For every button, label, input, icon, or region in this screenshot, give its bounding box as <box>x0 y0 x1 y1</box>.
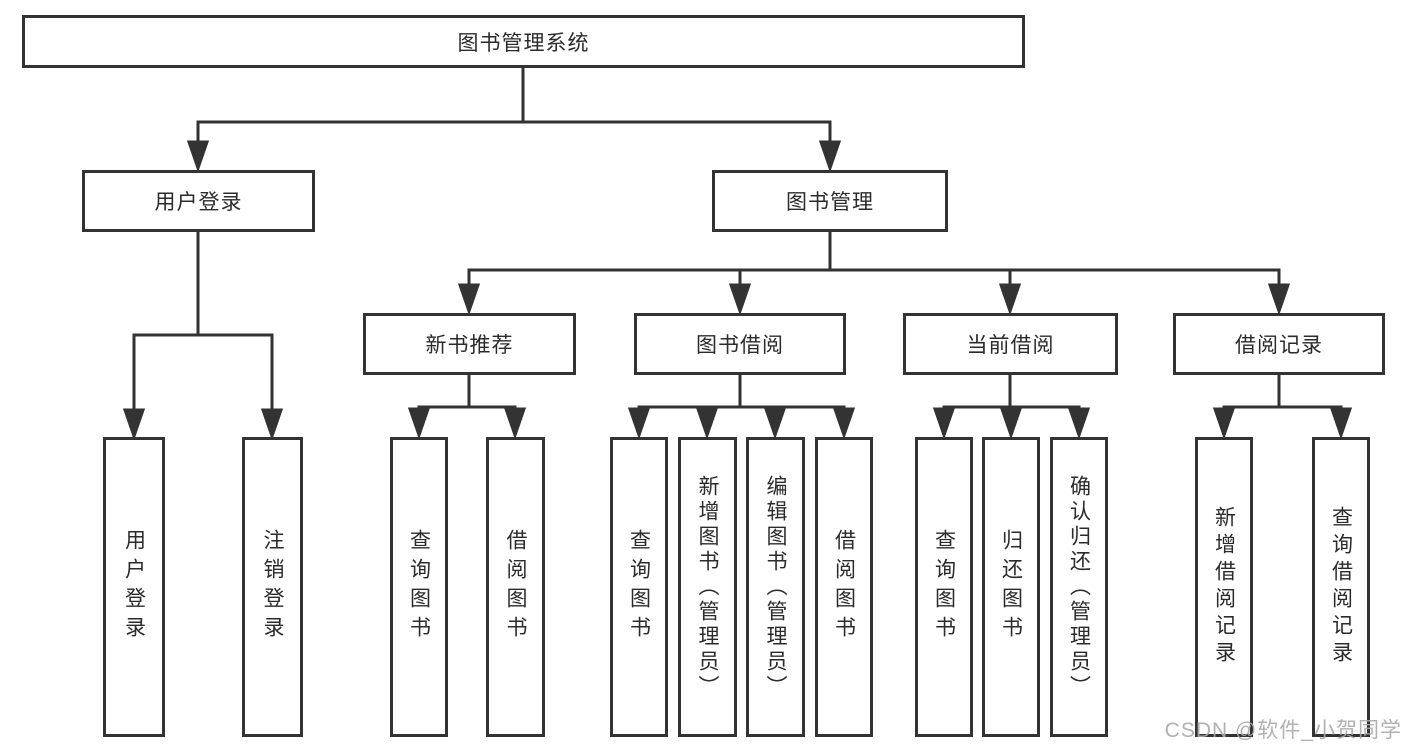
node-root: 图书管理系统 <box>22 15 1025 68</box>
node-borrowing-records-label: 借阅记录 <box>1235 334 1323 357</box>
leaf-borrow-add-books-admin-label: 新增图书（管理员） <box>696 474 719 700</box>
leaf-current-confirm-return-admin-label: 确认归还（管理员） <box>1067 474 1091 700</box>
leaf-newbook-query-books: 查询图书 <box>390 437 448 737</box>
leaf-record-add-borrow-record: 新增借阅记录 <box>1195 437 1253 737</box>
leaf-current-return-books: 归还图书 <box>982 437 1040 737</box>
connector-newbook-to-leaves <box>407 375 527 440</box>
arrowhead <box>763 407 787 440</box>
node-book-management-label: 图书管理 <box>786 191 874 214</box>
arrowhead <box>1267 283 1291 316</box>
node-book-management: 图书管理 <box>712 170 948 232</box>
connector-bookborrow-to-leaves <box>627 375 856 440</box>
arrowhead <box>407 407 431 440</box>
arrowhead <box>1067 407 1091 440</box>
arrowhead <box>832 407 856 440</box>
watermark: CSDN @软件_小贺同学 <box>1164 719 1402 742</box>
node-user-login: 用户登录 <box>82 170 315 232</box>
leaf-borrow-borrow-books-label: 借阅图书 <box>832 529 856 645</box>
arrowhead <box>999 407 1023 440</box>
node-new-book-recommend-label: 新书推荐 <box>425 334 514 357</box>
node-root-label: 图书管理系统 <box>457 31 590 55</box>
leaf-newbook-borrow-books: 借阅图书 <box>486 437 545 737</box>
connector-borrowrecord-to-leaves <box>1212 375 1353 440</box>
arrowhead <box>998 283 1022 316</box>
arrowhead <box>122 408 146 441</box>
node-book-borrowing: 图书借阅 <box>634 313 846 375</box>
leaf-user-login-label: 用户登录 <box>122 529 146 645</box>
arrowhead <box>457 283 481 316</box>
leaf-current-confirm-return-admin: 确认归还（管理员） <box>1050 437 1108 737</box>
leaf-user-login: 用户登录 <box>103 437 165 737</box>
arrowhead <box>818 140 842 173</box>
arrowhead <box>503 407 527 440</box>
leaf-borrow-edit-books-admin: 编辑图书（管理员） <box>746 437 805 737</box>
leaf-current-return-books-label: 归还图书 <box>999 529 1023 645</box>
leaf-borrow-query-books-label: 查询图书 <box>627 529 651 645</box>
arrowhead <box>932 407 956 440</box>
leaf-current-query-books-label: 查询图书 <box>932 529 956 645</box>
leaf-newbook-query-books-label: 查询图书 <box>407 529 431 645</box>
leaf-current-query-books: 查询图书 <box>915 437 973 737</box>
leaf-record-query-borrow-record: 查询借阅记录 <box>1312 437 1370 737</box>
leaf-logout: 注销登录 <box>242 437 303 737</box>
node-current-borrowing: 当前借阅 <box>903 313 1118 375</box>
leaf-newbook-borrow-books-label: 借阅图书 <box>504 529 527 645</box>
arrowhead <box>1212 407 1236 440</box>
connector-currentborrow-to-leaves <box>932 375 1091 440</box>
arrowhead <box>186 140 210 173</box>
connector-root-to-level2 <box>186 68 842 173</box>
arrowhead <box>695 407 719 440</box>
node-current-borrowing-label: 当前借阅 <box>966 334 1055 357</box>
leaf-borrow-borrow-books: 借阅图书 <box>815 437 873 737</box>
arrowhead <box>260 408 284 441</box>
leaf-logout-label: 注销登录 <box>261 529 284 645</box>
leaf-borrow-query-books: 查询图书 <box>610 437 668 737</box>
arrowhead <box>728 283 752 316</box>
connector-userlogin-to-leaves <box>122 232 284 441</box>
node-book-borrowing-label: 图书借阅 <box>696 334 784 357</box>
connector-bookmgmt-to-level3 <box>457 232 1291 316</box>
node-borrowing-records: 借阅记录 <box>1173 313 1385 375</box>
node-new-book-recommend: 新书推荐 <box>363 313 576 375</box>
node-user-login-label: 用户登录 <box>154 191 243 214</box>
leaf-borrow-add-books-admin: 新增图书（管理员） <box>678 437 737 737</box>
leaf-record-add-borrow-record-label: 新增借阅记录 <box>1212 506 1236 668</box>
arrowhead <box>1329 407 1353 440</box>
leaf-record-query-borrow-record-label: 查询借阅记录 <box>1329 506 1353 668</box>
leaf-borrow-edit-books-admin-label: 编辑图书（管理员） <box>764 474 787 700</box>
arrowhead <box>627 407 651 440</box>
